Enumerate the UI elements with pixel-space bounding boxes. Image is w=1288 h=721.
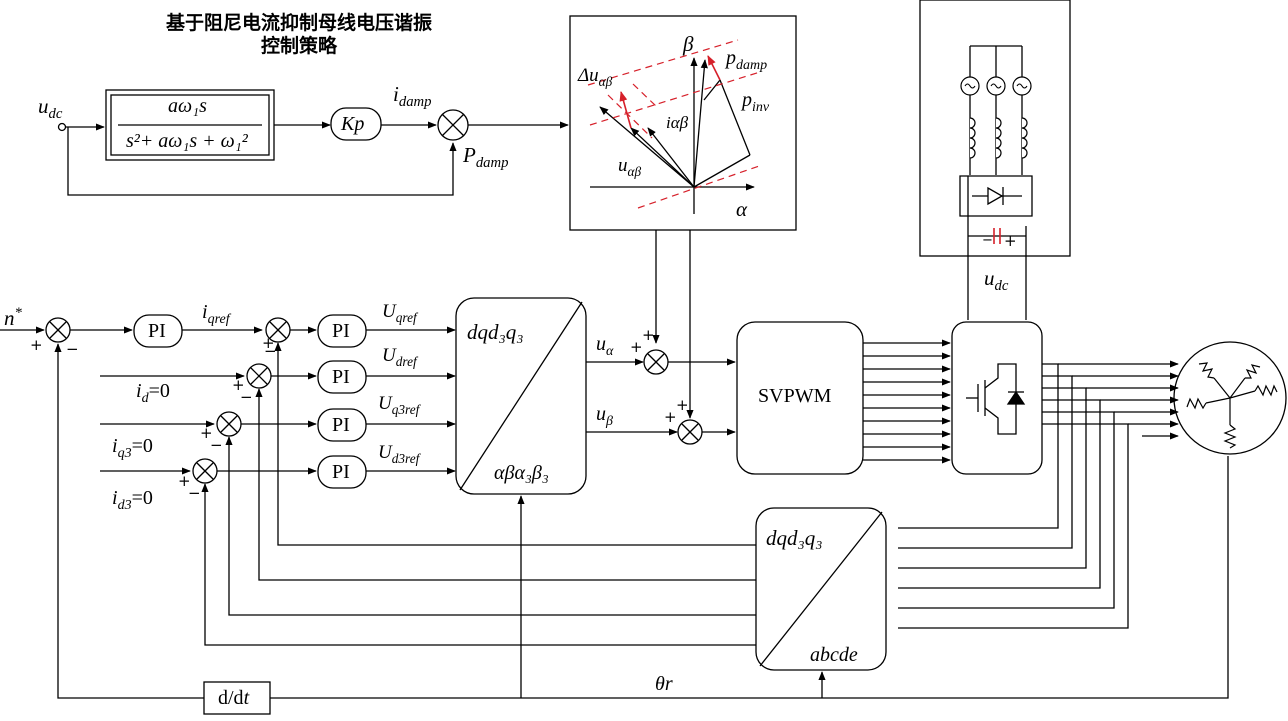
alpha-axis-label: α (736, 197, 748, 221)
id-plus-sign: + (232, 376, 245, 394)
pi-iq3-label: PI (332, 414, 350, 436)
pi-id3-label: PI (332, 461, 350, 483)
ubeta-label: uβ (596, 403, 613, 429)
id3-minus-sign: − (188, 484, 201, 502)
motor-icon (1186, 362, 1278, 449)
filter-denominator: s²+ aω₁s + ω₁² (126, 130, 248, 152)
iq-minus-sign: − (264, 342, 277, 360)
inductor-icon (969, 117, 1028, 159)
kp-label: Kp (341, 113, 365, 135)
pi-speed-label: PI (148, 320, 166, 342)
inverter-block (951, 321, 1043, 475)
iq-plus-sign: + (262, 334, 275, 352)
ubeta-plus-top: + (676, 396, 689, 414)
ualpha-plus-left: + (630, 338, 643, 356)
ddt-label: d/dt (218, 687, 250, 709)
capacitor-icon (993, 228, 1001, 244)
inv-park-top-label: dqd₃q₃ (766, 526, 823, 550)
udc-input-label: udc (38, 94, 63, 123)
udref-label: Udref (382, 345, 417, 369)
cap-plus-sign: + (1004, 232, 1017, 250)
ubeta-plus-left: + (664, 408, 677, 426)
pi-id3-block (317, 455, 367, 489)
motor-circle (1173, 341, 1287, 455)
id3-plus-sign: + (178, 472, 191, 490)
pi-iq-block (317, 314, 367, 348)
pi-iq-label: PI (332, 320, 350, 342)
delta-u-label: Δuαβ (578, 65, 613, 89)
cap-minus-sign: − (982, 233, 993, 248)
udc-dc-label: udc (984, 266, 1009, 295)
speed-plus-sign: + (30, 336, 43, 354)
uq3ref-label: Uq3ref (378, 393, 420, 417)
u-alphabeta-label: uαβ (618, 155, 642, 179)
i-alphabeta-label: iαβ (666, 113, 689, 132)
vector-diagram-box (569, 15, 797, 231)
id0-label: id=0 (136, 380, 170, 406)
speed-minus-sign: − (66, 340, 79, 358)
title-line2: 控制策略 (260, 35, 337, 57)
diagram-title: 基于阻尼电流抑制母线电压谐振 控制策略 (130, 14, 468, 56)
idamp-label: idamp (393, 82, 432, 111)
park-bottom-label: αβα₃β₃ (494, 462, 549, 484)
pdamp-signal-label: Pdamp (463, 143, 509, 172)
inverse-park-block (755, 507, 887, 671)
theta-label: θr (655, 673, 673, 695)
pinv-vector-label: pinv (742, 89, 770, 115)
title-line1: 基于阻尼电流抑制母线电压谐振 (165, 12, 432, 34)
pi-iq3-block (317, 408, 367, 442)
iqref-label: iqref (202, 301, 230, 327)
iq30-label: iq3=0 (112, 435, 153, 461)
ualpha-label: uα (596, 333, 614, 359)
id-minus-sign: − (240, 388, 253, 406)
pdamp-vector-label: pdamp (726, 47, 768, 73)
iq3-plus-sign: + (200, 424, 213, 442)
udc-terminal (57, 122, 67, 132)
id30-label: id3=0 (112, 487, 153, 513)
ud3ref-label: Ud3ref (378, 442, 420, 466)
park-top-label: dqd₃q₃ (467, 320, 524, 344)
svpwm-block (736, 321, 864, 475)
filter-numerator: aω₁s (168, 95, 207, 117)
n-star-label: n* (4, 305, 22, 330)
uqref-label: Uqref (382, 301, 417, 325)
beta-axis-label: β (683, 32, 694, 56)
kp-block (330, 107, 382, 141)
inv-park-bottom-label: abcde (810, 644, 858, 666)
diode-icon (972, 186, 1022, 206)
pi-id-label: PI (332, 366, 350, 388)
svpwm-label: SVPWM (758, 385, 832, 407)
ualpha-plus-top: + (642, 326, 655, 344)
iq3-minus-sign: − (210, 436, 223, 454)
park-transform-block (455, 297, 587, 495)
igbt-icon (966, 363, 1026, 435)
source-rectifier-box (919, 0, 1071, 257)
pi-speed-block (133, 314, 183, 348)
pi-id-block (317, 360, 367, 394)
